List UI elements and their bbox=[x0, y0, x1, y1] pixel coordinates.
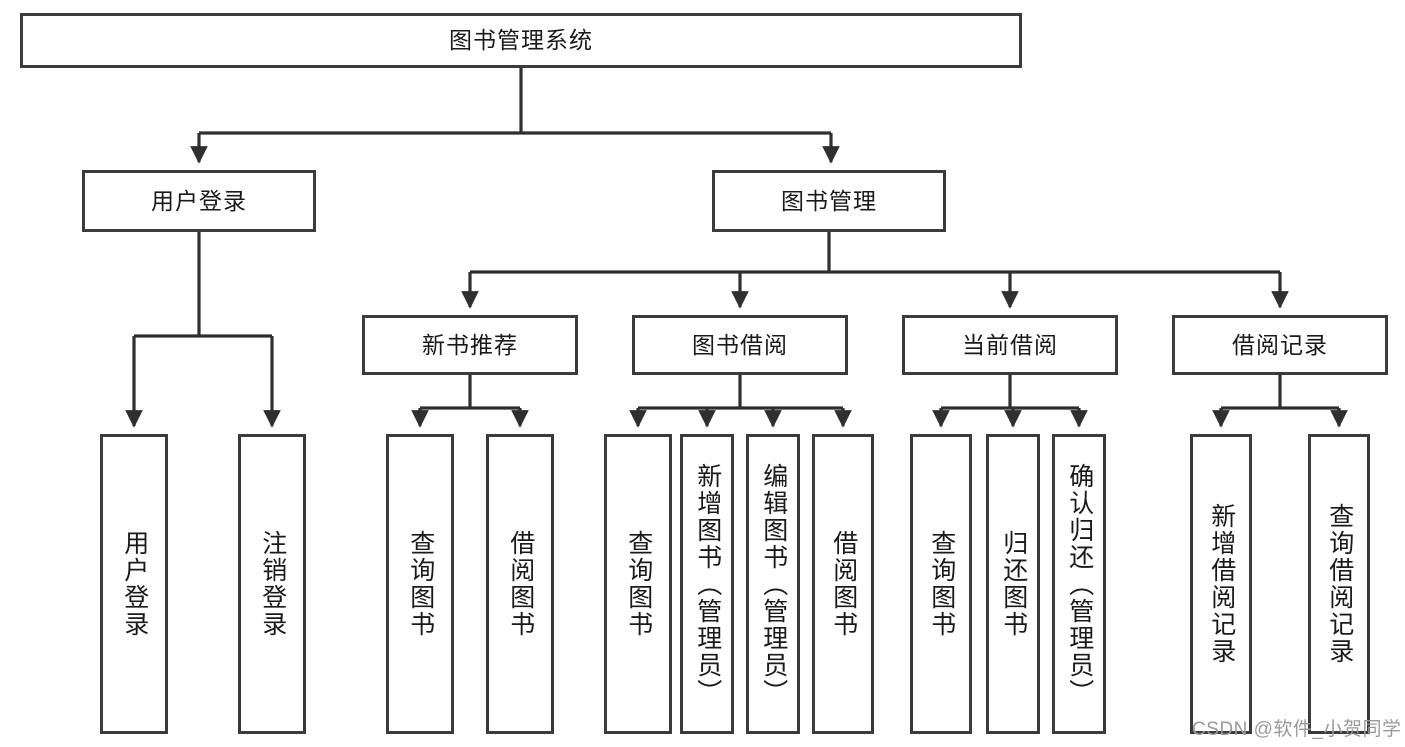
watermark: CSDN @软件_小贺同学 bbox=[1192, 719, 1402, 740]
node-user-login-label: 用户登录 bbox=[151, 187, 247, 214]
leaf-node-label: 编辑图书（管理员） bbox=[759, 462, 788, 706]
leaf-node[interactable]: 查询图书 bbox=[386, 434, 454, 734]
leaf-node-label: 新增借阅记录 bbox=[1207, 503, 1236, 665]
leaf-node[interactable]: 查询图书 bbox=[604, 434, 672, 734]
leaf-node-label: 确认归还（管理员） bbox=[1065, 462, 1094, 706]
leaf-node[interactable]: 用户登录 bbox=[100, 434, 168, 734]
leaf-node-label: 新增图书（管理员） bbox=[693, 462, 722, 706]
node-root-label: 图书管理系统 bbox=[449, 27, 593, 54]
leaf-node-label: 查询图书 bbox=[406, 530, 435, 638]
leaf-node-label: 查询图书 bbox=[624, 530, 653, 638]
node-current-borrow-label: 当前借阅 bbox=[962, 331, 1058, 358]
node-book-borrow[interactable]: 图书借阅 bbox=[632, 315, 848, 375]
node-borrow-record-label: 借阅记录 bbox=[1232, 331, 1328, 358]
leaf-node-label: 借阅图书 bbox=[829, 530, 858, 638]
leaf-node-label: 借阅图书 bbox=[506, 530, 535, 638]
node-borrow-record[interactable]: 借阅记录 bbox=[1172, 315, 1388, 375]
leaf-node[interactable]: 编辑图书（管理员） bbox=[746, 434, 800, 734]
node-user-login[interactable]: 用户登录 bbox=[82, 170, 316, 232]
leaf-node[interactable]: 查询图书 bbox=[910, 434, 972, 734]
node-root[interactable]: 图书管理系统 bbox=[20, 13, 1022, 68]
node-new-book-recommend[interactable]: 新书推荐 bbox=[362, 315, 578, 375]
leaf-node[interactable]: 归还图书 bbox=[986, 434, 1040, 734]
leaf-node-label: 查询借阅记录 bbox=[1325, 503, 1354, 665]
node-new-book-recommend-label: 新书推荐 bbox=[422, 331, 518, 358]
leaf-node[interactable]: 新增借阅记录 bbox=[1190, 434, 1252, 734]
leaf-node-label: 注销登录 bbox=[258, 530, 287, 638]
node-book-management-label: 图书管理 bbox=[781, 187, 877, 214]
leaf-node[interactable]: 借阅图书 bbox=[812, 434, 874, 734]
leaf-node-label: 查询图书 bbox=[927, 530, 956, 638]
leaf-node-label: 归还图书 bbox=[999, 530, 1028, 638]
leaf-node[interactable]: 注销登录 bbox=[238, 434, 306, 734]
node-book-borrow-label: 图书借阅 bbox=[692, 331, 788, 358]
leaf-node[interactable]: 确认归还（管理员） bbox=[1052, 434, 1106, 734]
leaf-node-label: 用户登录 bbox=[120, 530, 149, 638]
node-current-borrow[interactable]: 当前借阅 bbox=[902, 315, 1118, 375]
leaf-node[interactable]: 新增图书（管理员） bbox=[680, 434, 734, 734]
leaf-node[interactable]: 借阅图书 bbox=[486, 434, 554, 734]
leaf-node[interactable]: 查询借阅记录 bbox=[1308, 434, 1370, 734]
node-book-management[interactable]: 图书管理 bbox=[712, 170, 946, 232]
